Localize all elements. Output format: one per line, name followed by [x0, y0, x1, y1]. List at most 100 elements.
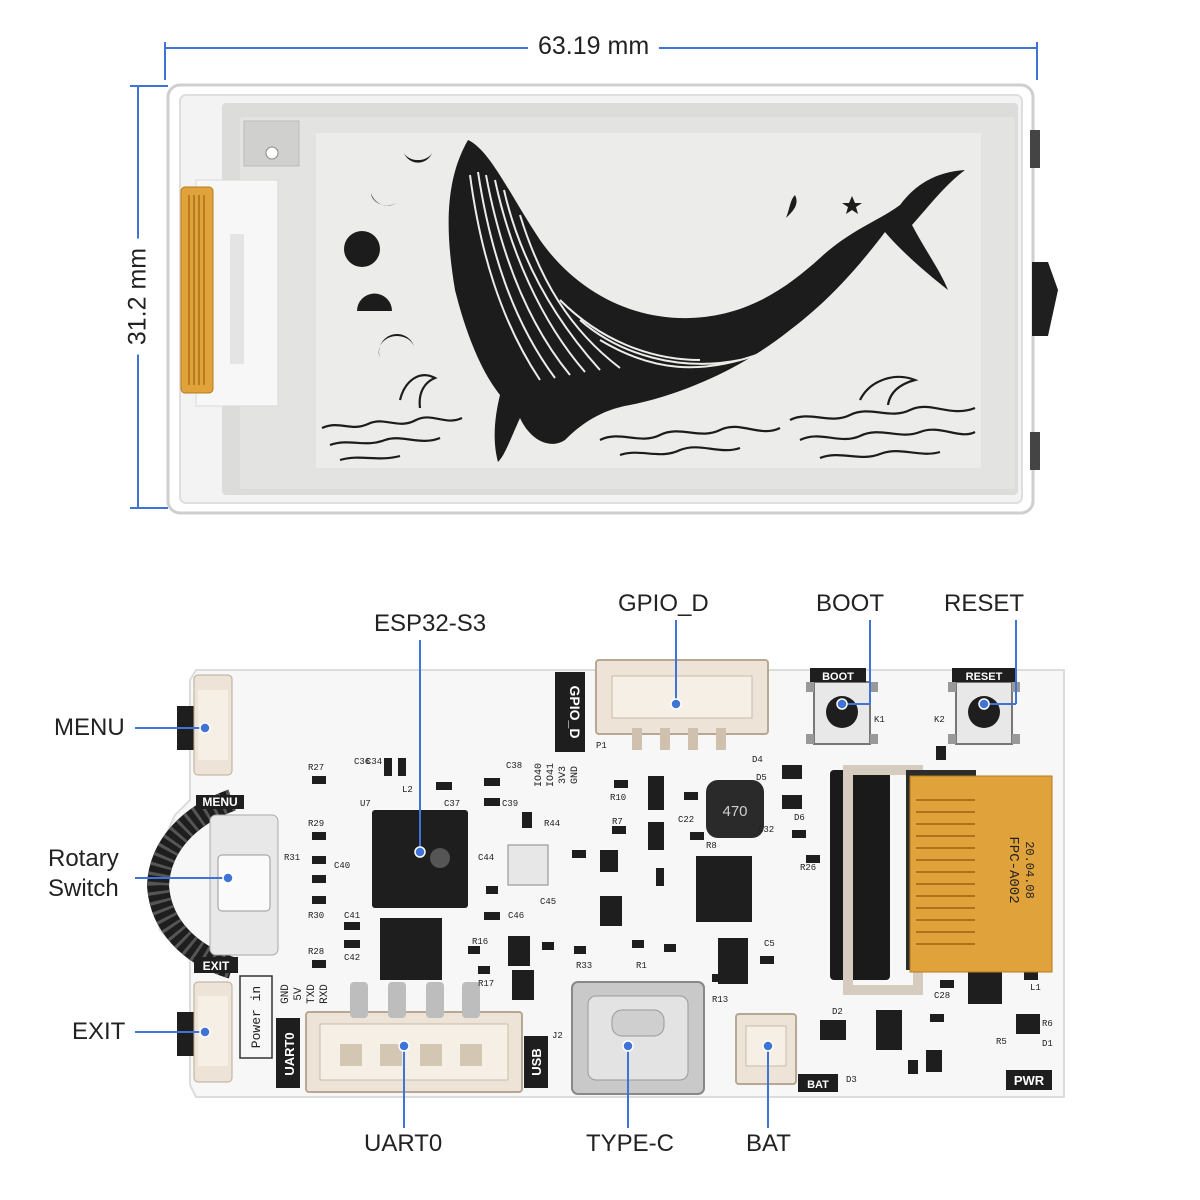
- svg-text:R27: R27: [308, 763, 324, 773]
- svg-text:D1: D1: [1042, 1039, 1053, 1049]
- svg-text:R5: R5: [996, 1037, 1007, 1047]
- boot-button: [806, 681, 878, 745]
- uart-pin-gnd: GND: [280, 984, 292, 1004]
- rotary-switch: [146, 789, 279, 979]
- svg-text:C42: C42: [344, 953, 360, 963]
- inductor: [706, 780, 764, 838]
- svg-text:C40: C40: [334, 861, 350, 871]
- svg-text:P1: P1: [596, 741, 607, 751]
- fpc-cable: [909, 775, 1053, 973]
- uart-pin-5v: 5V: [293, 987, 305, 1001]
- boot-silk-bg: [810, 668, 866, 682]
- svg-text:R10: R10: [610, 793, 626, 803]
- width-dimension-label: 63.19 mm: [528, 32, 660, 61]
- fpc-silk: FPC-A002: [1005, 836, 1021, 903]
- crystal: [507, 844, 549, 886]
- svg-text:D2: D2: [832, 1007, 843, 1017]
- svg-text:R29: R29: [308, 819, 324, 829]
- svg-text:J2: J2: [552, 1031, 563, 1041]
- callout-menu: MENU: [54, 714, 125, 741]
- callout-boot: BOOT: [816, 590, 885, 617]
- gpio-d-silk: GPIO_D: [567, 686, 583, 739]
- callout-gpio: GPIO_D: [618, 590, 709, 617]
- pwr-silk: PWR: [1014, 1073, 1045, 1088]
- star-art: [786, 195, 862, 218]
- svg-text:R31: R31: [284, 853, 300, 863]
- inductor-small: [968, 970, 1002, 1004]
- usb-silk: USB: [529, 1048, 544, 1075]
- svg-text:C41: C41: [344, 911, 360, 921]
- flash-chip: [380, 918, 442, 980]
- svg-text:R1: R1: [636, 961, 647, 971]
- transistor: [648, 776, 664, 810]
- transistor: [648, 822, 664, 850]
- svg-text:R13: R13: [712, 995, 728, 1005]
- diode: [782, 765, 802, 779]
- svg-text:R6: R6: [1042, 1019, 1053, 1029]
- passive-components: [312, 746, 1038, 1074]
- svg-text:C37: C37: [444, 799, 460, 809]
- inductor-marking: 470: [722, 803, 747, 820]
- svg-text:C39: C39: [502, 799, 518, 809]
- uart-pin-txd: TXD: [306, 984, 318, 1004]
- svg-text:K2: K2: [934, 715, 945, 725]
- reference-designators: R27 C36 C34 L2 C38 C39 C37 U7 R29 R31 C4…: [284, 715, 1053, 1085]
- svg-text:L2: L2: [402, 785, 413, 795]
- svg-text:C28: C28: [934, 991, 950, 1001]
- callout-reset: RESET: [944, 590, 1025, 617]
- gpio-pin-gnd: GND: [570, 766, 581, 784]
- callout-uart: UART0: [364, 1130, 443, 1157]
- svg-text:C38: C38: [506, 761, 522, 771]
- whale-illustration: [448, 140, 965, 462]
- svg-text:C46: C46: [508, 911, 524, 921]
- svg-text:C44: C44: [478, 853, 494, 863]
- svg-text:R26: R26: [800, 863, 816, 873]
- bat-silk: BAT: [807, 1079, 829, 1091]
- typec-connector: [571, 981, 705, 1095]
- power-ic: [696, 856, 752, 922]
- exit-silk: EXIT: [203, 959, 230, 973]
- svg-text:R8: R8: [706, 841, 717, 851]
- transistor: [600, 896, 622, 926]
- uart-connector: [276, 982, 548, 1093]
- callout-lines: [135, 620, 1017, 1128]
- gpio-connector: [555, 659, 769, 752]
- callout-bat: BAT: [746, 1130, 791, 1157]
- callout-exit: EXIT: [72, 1018, 126, 1045]
- svg-text:R17: R17: [478, 979, 494, 989]
- waves-art: [321, 374, 976, 462]
- gpio-pin-3v3: 3V3: [558, 766, 569, 784]
- menu-silk: MENU: [202, 795, 237, 809]
- svg-text:L1: L1: [1030, 983, 1041, 993]
- svg-text:C5: C5: [764, 939, 775, 949]
- svg-text:R44: R44: [544, 819, 560, 829]
- svg-text:D6: D6: [794, 813, 805, 823]
- svg-text:D3: D3: [846, 1075, 857, 1085]
- callout-dots: [199, 698, 990, 1052]
- uart0-silk: UART0: [282, 1032, 297, 1075]
- esp32-chip: [372, 810, 468, 908]
- diode: [926, 1050, 942, 1072]
- callout-typec: TYPE-C: [586, 1130, 675, 1157]
- svg-text:D5: D5: [756, 773, 767, 783]
- gpio-pin-io40: IO40: [534, 763, 545, 787]
- eink-display: [316, 133, 981, 468]
- svg-text:C34: C34: [366, 757, 382, 767]
- svg-text:R28: R28: [308, 947, 324, 957]
- diode: [820, 1020, 846, 1040]
- transistor: [600, 850, 618, 872]
- svg-text:R30: R30: [308, 911, 324, 921]
- reset-button: [948, 681, 1020, 745]
- transistor: [512, 970, 534, 1000]
- svg-text:R16: R16: [472, 937, 488, 947]
- uart-pin-rxd: RXD: [319, 984, 331, 1004]
- svg-text:D4: D4: [752, 755, 763, 765]
- power-in-box: [239, 975, 273, 1059]
- transistor: [876, 1010, 902, 1050]
- gpio-pin-io41: IO41: [546, 763, 557, 787]
- exit-switch: [177, 981, 233, 1083]
- callout-rotary: Rotary Switch: [48, 845, 119, 902]
- svg-text:C22: C22: [678, 815, 694, 825]
